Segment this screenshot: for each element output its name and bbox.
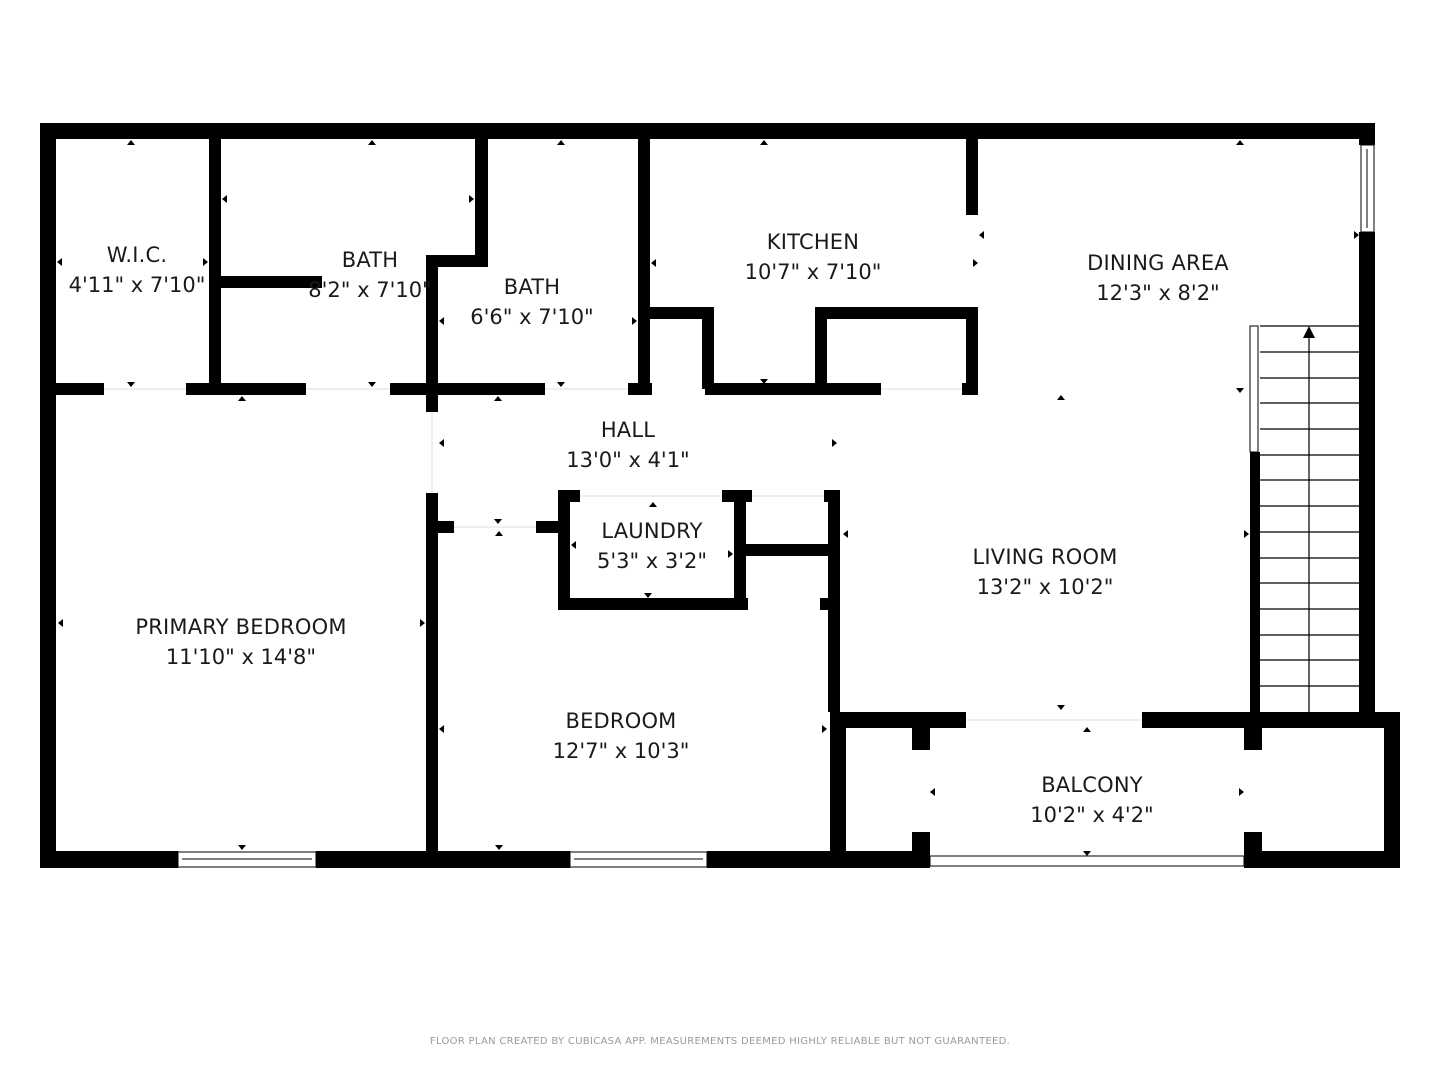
room-name: DINING AREA [1087,251,1229,275]
doorways [104,388,1142,721]
room-name: BATH [503,275,561,299]
room-label-laundry: LAUNDRY 5'3" x 3'2" [597,516,707,576]
room-dimensions: 12'3" x 8'2" [1096,281,1220,305]
footer-disclaimer: FLOOR PLAN CREATED BY CUBICASA APP. MEAS… [429,1036,1011,1047]
room-name: LIVING ROOM [972,545,1118,569]
room-dimensions: 6'6" x 7'10" [470,305,594,329]
room-name: PRIMARY BEDROOM [135,615,347,639]
room-name: BALCONY [1041,773,1143,797]
room-dimensions: 13'2" x 10'2" [976,575,1114,599]
room-dimensions: 12'7" x 10'3" [552,739,690,763]
room-label-wic: W.I.C. 4'11" x 7'10" [69,240,206,300]
room-label-primary-bedroom: PRIMARY BEDROOM 11'10" x 14'8" [135,612,346,672]
room-label-bath-2: BATH 6'6" x 7'10" [470,272,593,332]
room-dimensions: 10'7" x 7'10" [744,260,882,284]
room-label-bedroom: BEDROOM 12'7" x 10'3" [553,706,690,766]
room-name: LAUNDRY [601,519,703,543]
room-dimensions: 5'3" x 3'2" [596,549,708,573]
room-name: HALL [600,418,656,442]
windows [177,144,1375,868]
room-name: KITCHEN [766,230,860,254]
stairs [1260,325,1359,712]
room-dimensions: 11'10" x 14'8" [165,645,317,669]
room-dimensions: 10'2" x 4'2" [1030,803,1154,827]
stairs-up-arrow-icon [1303,326,1315,338]
room-dimensions: 8'2" x 7'10" [308,278,432,302]
room-label-bath-1: BATH 8'2" x 7'10" [308,245,431,305]
room-dimensions: 4'11" x 7'10" [68,273,206,297]
room-name: BEDROOM [565,709,677,733]
room-label-hall: HALL 13'0" x 4'1" [566,415,689,475]
room-name: W.I.C. [106,243,168,267]
room-label-kitchen: KITCHEN 10'7" x 7'10" [745,227,882,287]
room-label-balcony: BALCONY 10'2" x 4'2" [1030,770,1153,830]
measurement-markers [57,140,1359,856]
room-dimensions: 13'0" x 4'1" [566,448,690,472]
room-label-living-room: LIVING ROOM 13'2" x 10'2" [972,542,1117,602]
room-name: BATH [341,248,399,272]
walls [40,123,1400,868]
room-label-dining-area: DINING AREA 12'3" x 8'2" [1087,248,1229,308]
